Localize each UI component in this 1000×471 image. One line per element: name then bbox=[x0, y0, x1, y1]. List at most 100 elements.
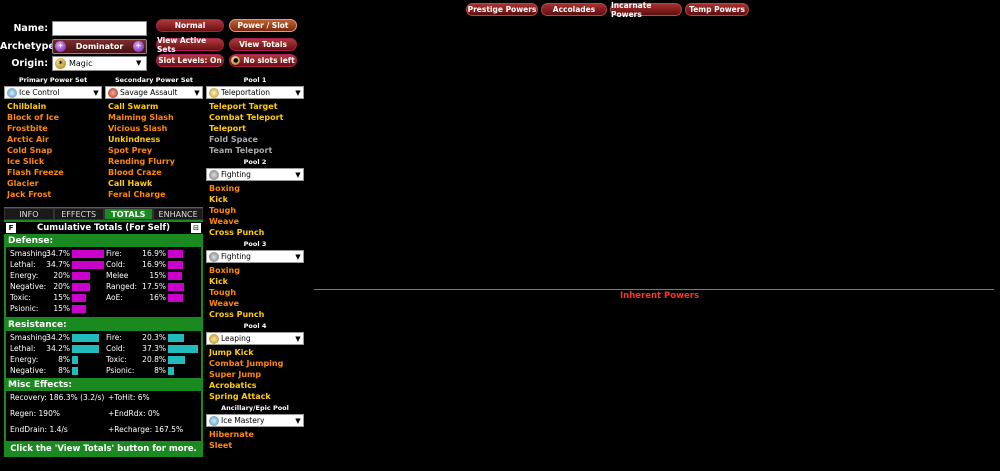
primary-power-item[interactable]: Arctic Air bbox=[7, 135, 49, 144]
primary-power-item[interactable]: Ice Slick bbox=[7, 157, 45, 166]
stat-label: Smashing: bbox=[10, 249, 50, 258]
stat-label: Lethal: bbox=[10, 260, 36, 269]
pool2-title: Pool 2 bbox=[243, 158, 267, 166]
stat-row: Cold:37.3% bbox=[106, 344, 198, 353]
misc-regen: Regen: 190% bbox=[10, 409, 60, 418]
pool2-power-item[interactable]: Weave bbox=[209, 217, 240, 226]
epic-power-item[interactable]: Hibernate bbox=[209, 430, 254, 439]
secondary-power-item[interactable]: Rending Flurry bbox=[108, 157, 175, 166]
origin-label: Origin: bbox=[11, 57, 48, 69]
tab-enhance[interactable]: ENHANCE bbox=[153, 208, 203, 220]
accolades-button[interactable]: Accolades bbox=[541, 3, 607, 16]
pool3-power-item[interactable]: Tough bbox=[209, 288, 237, 297]
stat-label: Smashing: bbox=[10, 333, 50, 342]
pool1-power-item[interactable]: Teleport bbox=[209, 124, 246, 133]
stat-label: Cold: bbox=[106, 260, 126, 269]
pool1-power-item[interactable]: Fold Space bbox=[209, 135, 258, 144]
pool1-select[interactable]: Teleportation ▼ bbox=[206, 86, 304, 99]
secondary-power-item[interactable]: Call Hawk bbox=[108, 179, 153, 188]
pool1-power-item[interactable]: Combat Teleport bbox=[209, 113, 284, 122]
pool4-value: Leaping bbox=[221, 334, 251, 343]
power-slot-button[interactable]: Power / Slot bbox=[229, 19, 297, 32]
pool2-select[interactable]: Fighting ▼ bbox=[206, 168, 304, 181]
pool4-select[interactable]: Leaping ▼ bbox=[206, 332, 304, 345]
archetype-value: Dominator bbox=[75, 41, 124, 51]
stat-bar bbox=[168, 366, 174, 375]
chevron-down-icon: ▼ bbox=[295, 88, 301, 97]
no-slots-left-button[interactable]: ● No slots left bbox=[229, 54, 297, 67]
pool1-power-item[interactable]: Teleport Target bbox=[209, 102, 278, 111]
pool4-power-item[interactable]: Combat Jumping bbox=[209, 359, 284, 368]
view-totals-button[interactable]: View Totals bbox=[229, 38, 297, 51]
stat-label: Ranged: bbox=[106, 282, 138, 291]
archetype-row: Archetype: ✦ Dominator ✦ bbox=[0, 37, 147, 55]
primary-power-item[interactable]: Cold Snap bbox=[7, 146, 53, 155]
pool4-power-item[interactable]: Super Jump bbox=[209, 370, 262, 379]
pool2-power-item[interactable]: Cross Punch bbox=[209, 228, 265, 237]
pool4-power-item[interactable]: Acrobatics bbox=[209, 381, 257, 390]
pool4-power-item[interactable]: Jump Kick bbox=[209, 348, 254, 357]
no-slots-left-label: No slots left bbox=[243, 56, 295, 65]
origin-select[interactable]: ✶ Magic ▼ bbox=[52, 55, 147, 71]
primary-power-item[interactable]: Block of Ice bbox=[7, 113, 60, 122]
tab-totals[interactable]: TOTALS bbox=[103, 208, 154, 220]
minimize-icon[interactable]: ⊟ bbox=[191, 223, 201, 233]
secondary-power-item[interactable]: Vicious Slash bbox=[108, 124, 168, 133]
tab-effects[interactable]: EFFECTS bbox=[53, 208, 104, 220]
archetype-select[interactable]: ✦ Dominator ✦ bbox=[52, 38, 147, 54]
secondary-power-item[interactable]: Spot Prey bbox=[108, 146, 153, 155]
epic-power-item[interactable]: Sleet bbox=[209, 441, 233, 450]
primary-set-select[interactable]: Ice Control ▼ bbox=[4, 86, 102, 99]
pool3-power-item[interactable]: Cross Punch bbox=[209, 310, 265, 319]
stat-label: Toxic: bbox=[10, 293, 31, 302]
f-button[interactable]: F bbox=[6, 223, 16, 233]
pool3-power-item[interactable]: Weave bbox=[209, 299, 240, 308]
pool3-power-item[interactable]: Boxing bbox=[209, 266, 240, 275]
pool4-power-item[interactable]: Spring Attack bbox=[209, 392, 271, 401]
pool1-power-item[interactable]: Team Teleport bbox=[209, 146, 273, 155]
secondary-set-column: Secondary Power Set Savage Assault ▼ Cal… bbox=[105, 76, 203, 200]
misc-tohit: +ToHit: 6% bbox=[108, 393, 150, 402]
stat-bar bbox=[72, 293, 86, 302]
normal-button[interactable]: Normal bbox=[156, 19, 224, 32]
primary-power-item[interactable]: Glacier bbox=[7, 179, 39, 188]
magic-origin-icon: ✶ bbox=[55, 57, 66, 69]
defense-title: Defense: bbox=[8, 236, 54, 246]
secondary-power-item[interactable]: Feral Charge bbox=[108, 190, 166, 199]
secondary-set-select[interactable]: Savage Assault ▼ bbox=[105, 86, 203, 99]
pool2-value: Fighting bbox=[221, 170, 251, 179]
misc-endrdx: +EndRdx: 0% bbox=[108, 409, 160, 418]
view-active-sets-button[interactable]: View Active Sets bbox=[156, 36, 224, 54]
secondary-power-item[interactable]: Maiming Slash bbox=[108, 113, 174, 122]
stat-bar bbox=[72, 260, 104, 269]
secondary-power-item[interactable]: Blood Craze bbox=[108, 168, 162, 177]
primary-power-item[interactable]: Flash Freeze bbox=[7, 168, 64, 177]
pool2-power-item[interactable]: Boxing bbox=[209, 184, 240, 193]
name-input[interactable] bbox=[52, 20, 147, 36]
secondary-power-item[interactable]: Call Swarm bbox=[108, 102, 159, 111]
pool3-select[interactable]: Fighting ▼ bbox=[206, 250, 304, 263]
primary-power-item[interactable]: Frostbite bbox=[7, 124, 48, 133]
misc-recovery: Recovery: 186.3% (3.2/s) bbox=[10, 393, 105, 402]
temp-powers-button[interactable]: Temp Powers bbox=[685, 3, 749, 16]
tab-info[interactable]: INFO bbox=[4, 208, 54, 220]
stat-value: 8% bbox=[154, 366, 166, 375]
pool2-power-item[interactable]: Kick bbox=[209, 195, 229, 204]
pool2-power-item[interactable]: Tough bbox=[209, 206, 237, 215]
ice-mastery-icon bbox=[209, 415, 219, 426]
pool3-power-item[interactable]: Kick bbox=[209, 277, 229, 286]
primary-power-item[interactable]: Chilblain bbox=[7, 102, 47, 111]
stat-bar bbox=[168, 282, 184, 291]
chevron-down-icon: ▼ bbox=[295, 252, 301, 261]
stat-value: 34.2% bbox=[46, 333, 70, 342]
incarnate-powers-button[interactable]: Incarnate Powers bbox=[610, 1, 682, 19]
secondary-power-item[interactable]: Unkindness bbox=[108, 135, 161, 144]
slot-levels-button[interactable]: Slot Levels: On bbox=[156, 54, 224, 67]
primary-power-item[interactable]: Jack Frost bbox=[7, 190, 52, 199]
epic-select[interactable]: Ice Mastery ▼ bbox=[206, 414, 304, 427]
prestige-powers-button[interactable]: Prestige Powers bbox=[466, 3, 538, 16]
primary-set-value: Ice Control bbox=[19, 88, 60, 97]
stat-row: Lethal:34.7% bbox=[10, 260, 104, 269]
